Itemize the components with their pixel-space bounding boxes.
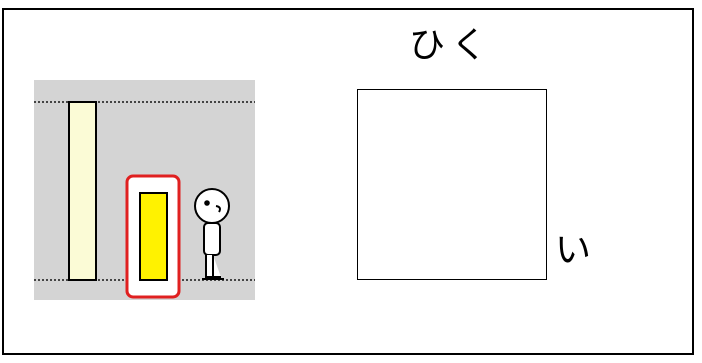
person-icon bbox=[194, 188, 230, 280]
tall-bar bbox=[68, 101, 97, 281]
height-comparison-illustration bbox=[34, 80, 255, 300]
word-reading: ひく bbox=[408, 25, 493, 66]
short-bar bbox=[139, 192, 168, 281]
word-suffix: い bbox=[555, 230, 596, 271]
answer-box[interactable] bbox=[357, 89, 547, 280]
